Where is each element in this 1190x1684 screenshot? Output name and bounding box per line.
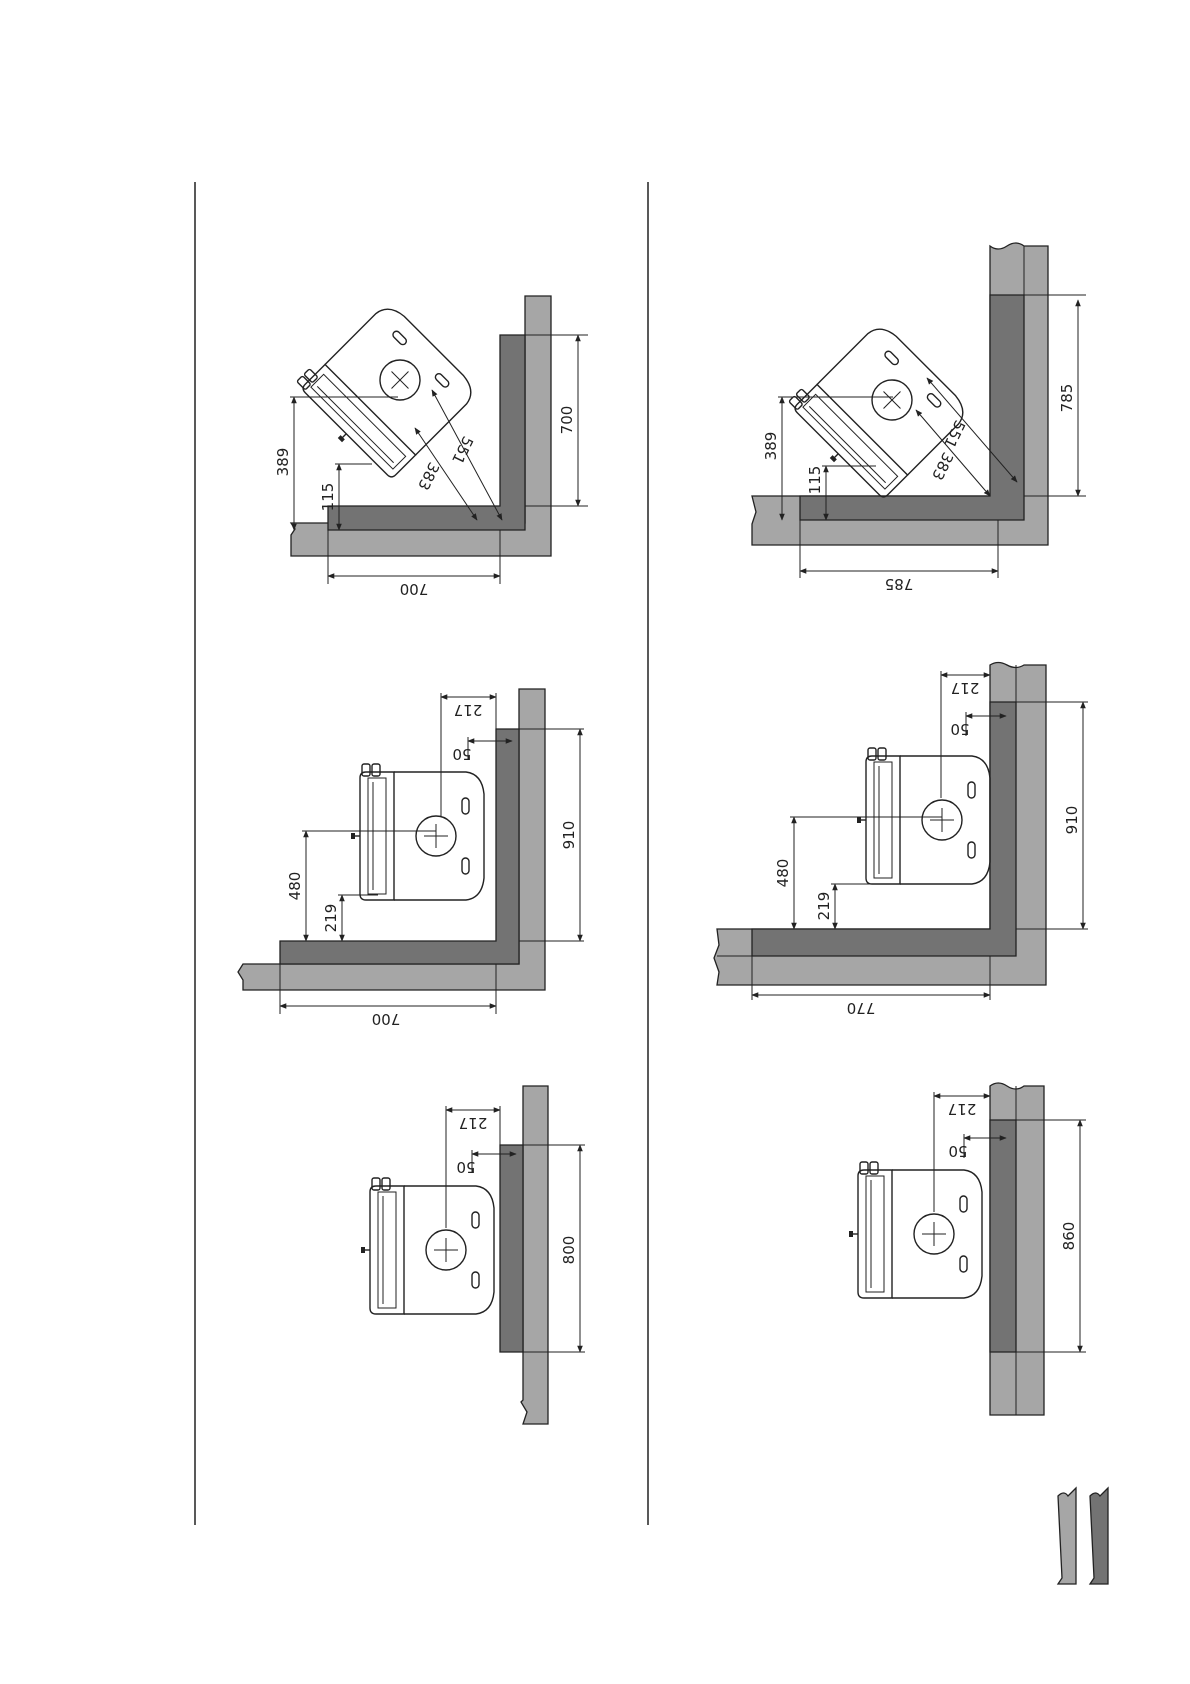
right-lshape-height-label: 910 xyxy=(1063,806,1081,835)
right-lshape-480-label: 480 xyxy=(774,859,792,888)
left-straight-outer-wall xyxy=(521,1086,548,1424)
right-corner-115-label: 115 xyxy=(806,466,824,495)
left-straight-height-label: 800 xyxy=(560,1236,578,1265)
left-corner-width-label: 700 xyxy=(400,580,429,598)
right-corner-width-label: 785 xyxy=(885,575,914,593)
right-straight-installation: 860 217 50 xyxy=(849,1083,1086,1415)
right-lshape-installation: 770 910 480 219 217 50 xyxy=(714,663,1088,1018)
right-corner-389-label: 389 xyxy=(762,432,780,461)
right-straight-height-label: 860 xyxy=(1060,1222,1078,1251)
right-lshape-50-label: 50 xyxy=(950,720,969,738)
left-corner-installation: 700 700 389 115 551 383 xyxy=(274,295,588,598)
left-straight-217-label: 217 xyxy=(459,1114,488,1132)
left-corner-height-label: 700 xyxy=(558,406,576,435)
protection-plate-swatch xyxy=(1090,1488,1108,1584)
left-corner-115-label: 115 xyxy=(319,483,337,512)
left-corner-551-label: 551 xyxy=(448,433,477,467)
left-lshape-plate xyxy=(280,729,519,964)
right-straight-plate xyxy=(990,1120,1016,1352)
right-corner-installation: 785 785 389 115 551 383 xyxy=(752,243,1086,593)
left-lshape-installation: 700 910 480 219 217 50 xyxy=(238,689,584,1028)
right-straight-217-label: 217 xyxy=(948,1100,977,1118)
left-lshape-217-label: 217 xyxy=(454,701,483,719)
right-corner-551-label: 551 xyxy=(940,417,969,451)
left-corner-383-label: 383 xyxy=(414,459,443,493)
outer-wall-swatch xyxy=(1058,1488,1076,1584)
left-lshape-width-label: 700 xyxy=(372,1010,401,1028)
left-lshape-219-label: 219 xyxy=(322,904,340,933)
right-corner-383-label: 383 xyxy=(928,449,957,483)
left-straight-plate xyxy=(500,1145,523,1352)
right-straight-50-label: 50 xyxy=(948,1142,967,1160)
left-lshape-480-label: 480 xyxy=(286,872,304,901)
right-corner-plate xyxy=(800,295,1024,520)
right-corner-height-label: 785 xyxy=(1058,384,1076,413)
right-lshape-plate xyxy=(752,702,1016,956)
left-lshape-50-label: 50 xyxy=(452,745,471,763)
left-corner-389-label: 389 xyxy=(274,448,292,477)
right-lshape-217-label: 217 xyxy=(951,679,980,697)
left-straight-50-label: 50 xyxy=(456,1158,475,1176)
left-lshape-height-label: 910 xyxy=(560,821,578,850)
left-straight-installation: 800 217 50 xyxy=(361,1086,585,1424)
left-corner-plate xyxy=(328,335,525,530)
right-lshape-width-label: 770 xyxy=(847,999,876,1017)
right-lshape-219-label: 219 xyxy=(815,892,833,921)
legend xyxy=(1058,1488,1108,1584)
